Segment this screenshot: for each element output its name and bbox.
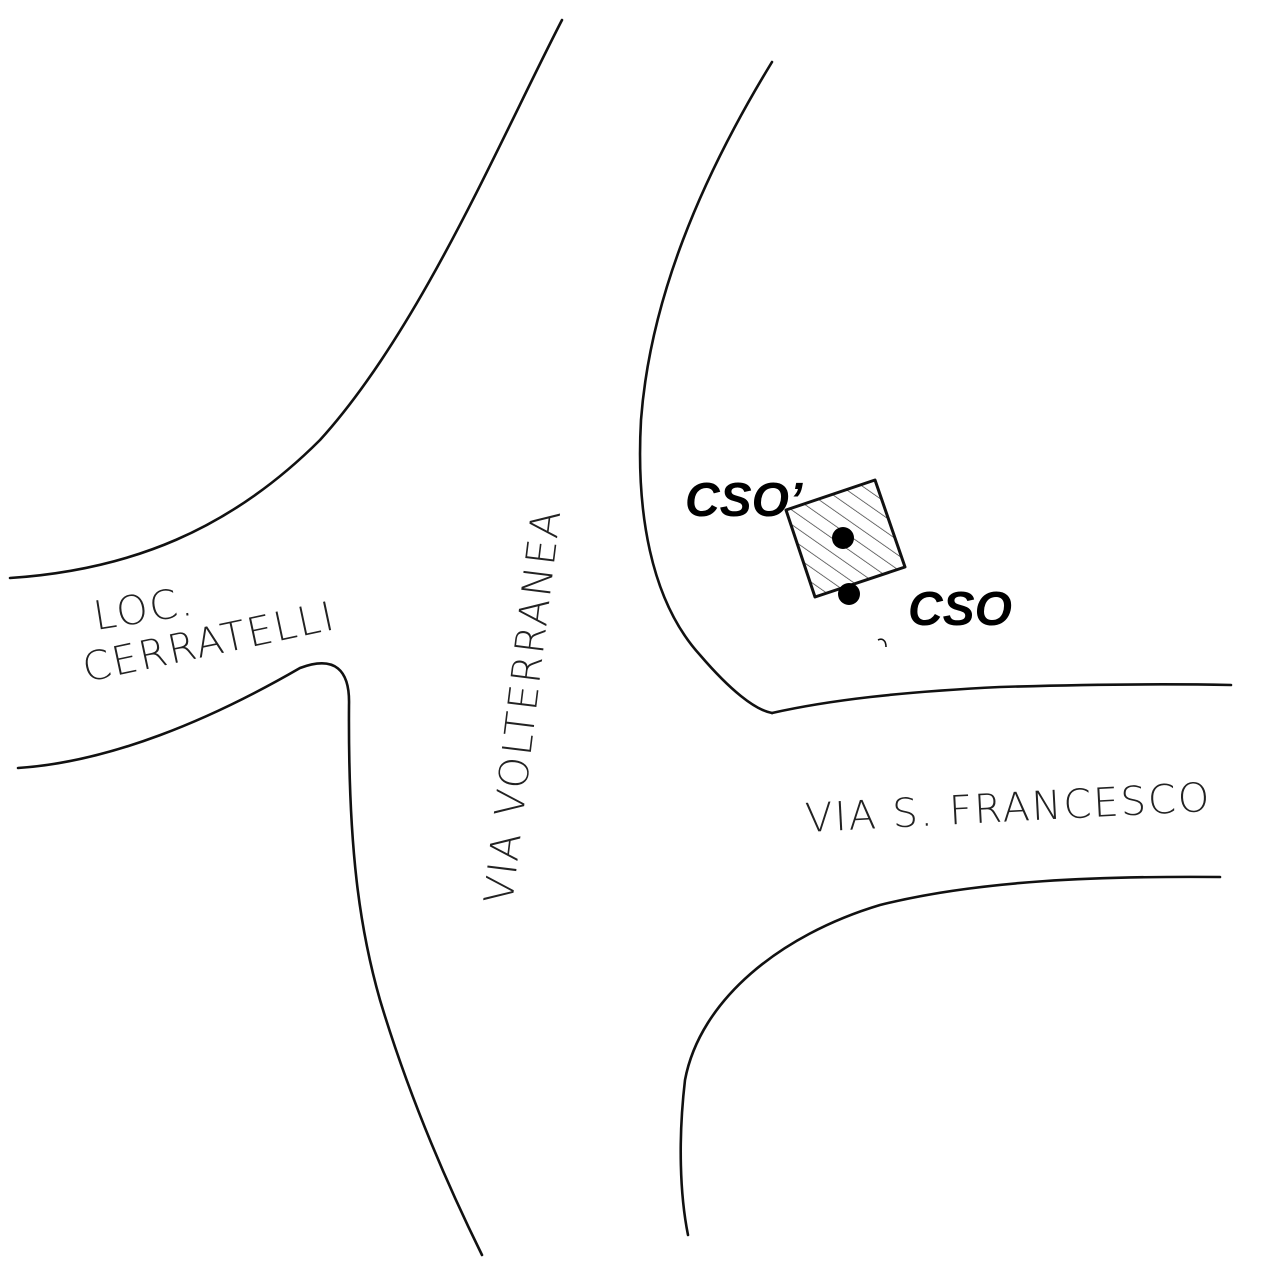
road-edge-francesco-south <box>679 875 1222 1237</box>
marker-label-cso: CSO <box>908 583 1012 636</box>
marker-label-cso-prime: CSO’ <box>685 474 803 527</box>
road-edge-volterranea-east <box>638 60 774 715</box>
cso-prime-point <box>832 527 854 549</box>
road-edge-cerratelli-north <box>8 18 564 580</box>
small-tick-mark <box>877 638 887 648</box>
street-label-via-s-francesco: VIA S. FRANCESCO <box>804 775 1212 842</box>
road-edge-francesco-north <box>770 683 1233 715</box>
cso-point <box>838 583 860 605</box>
road-edge-cerratelli-south <box>16 662 484 1257</box>
street-label-via-volterranea: VIA VOLTERRANEA <box>476 506 570 906</box>
